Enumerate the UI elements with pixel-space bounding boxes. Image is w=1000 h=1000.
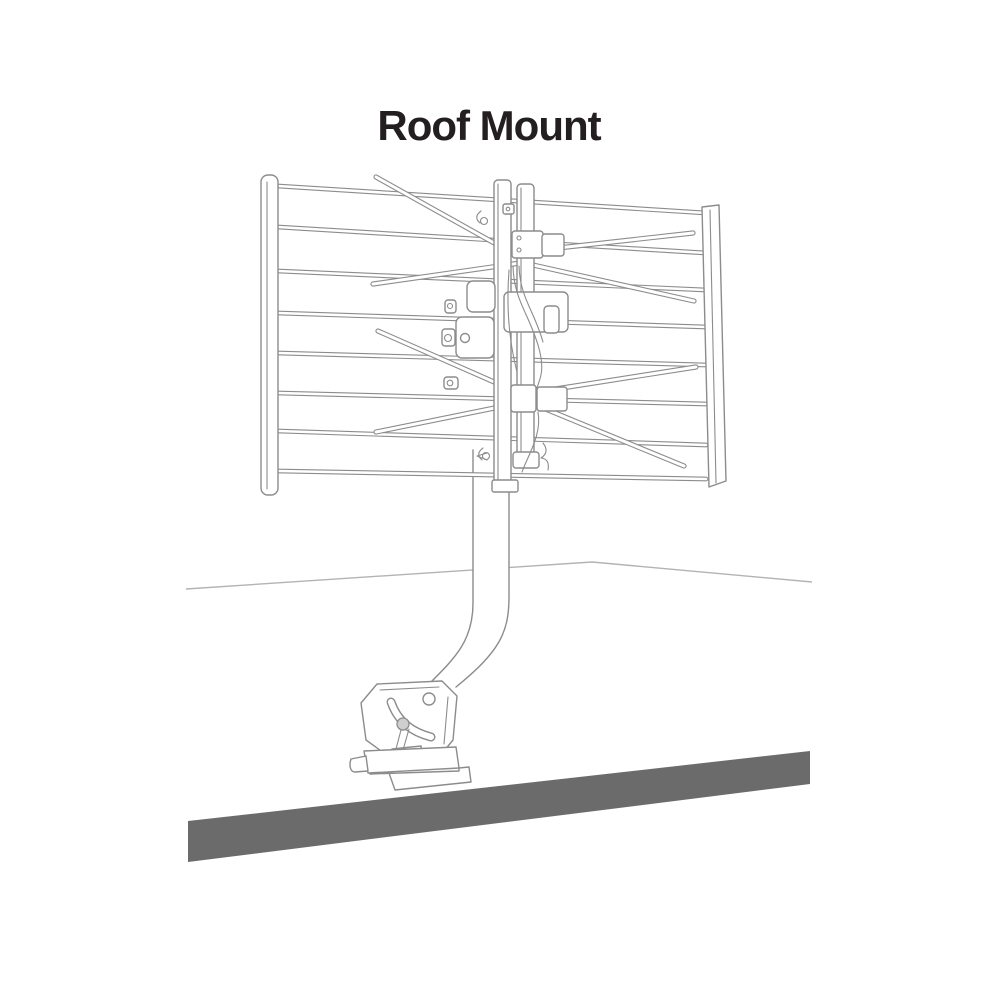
- mast-collar: [491, 479, 519, 493]
- page-title: Roof Mount: [377, 102, 601, 149]
- roof-edge-band: [188, 751, 810, 862]
- upper-clamp: [511, 230, 565, 259]
- left-frame-rail: [260, 174, 279, 496]
- bolt-hole: [422, 692, 436, 706]
- hardware-details: [443, 203, 549, 471]
- matching-transformer: [441, 280, 496, 359]
- antenna-panel: [260, 174, 727, 496]
- mast-pipe: [428, 449, 510, 688]
- lower-clamp: [510, 384, 568, 413]
- mount-bracket-plate: [360, 680, 458, 754]
- mount-base: [349, 746, 472, 791]
- feed-wires: [507, 265, 544, 473]
- roof-ridge-line: [185, 561, 813, 590]
- adjustment-bolt: [396, 717, 410, 731]
- middle-clamp: [503, 291, 569, 334]
- right-frame-rail: [701, 204, 727, 488]
- mast: [493, 179, 512, 487]
- roof-mount-bracket: [349, 680, 472, 791]
